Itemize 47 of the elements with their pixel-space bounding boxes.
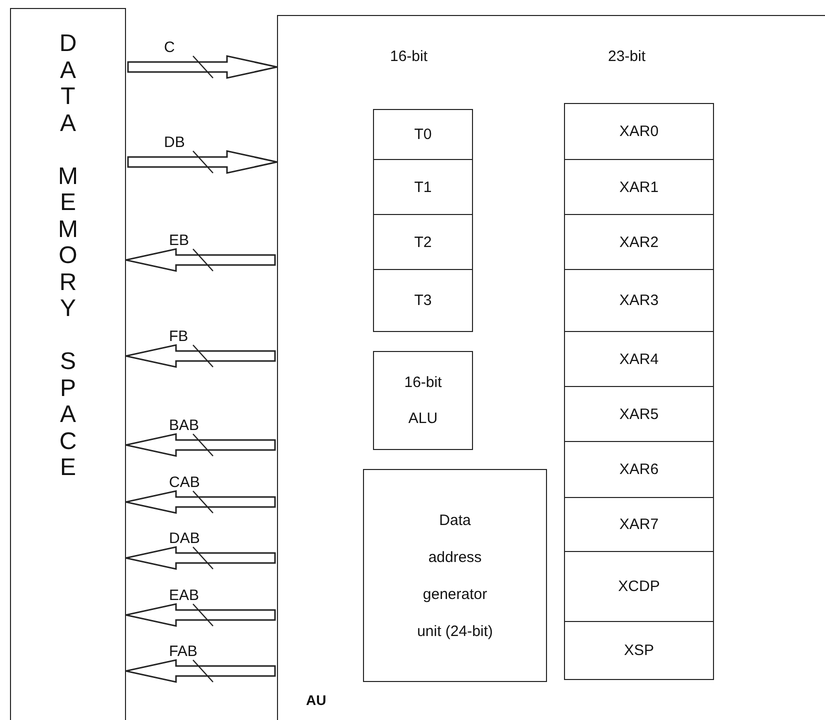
register-box [564,331,714,387]
unit-frame [277,15,825,720]
register-label: T3 [413,292,433,309]
edge-label: C [163,40,176,55]
register-box [564,621,714,680]
edge-label: EAB [168,588,200,603]
register-box [564,269,714,332]
register-label: XAR1 [618,178,660,196]
memory-block [10,8,126,720]
register-label: XAR4 [618,350,660,368]
register-label: Data address generator unit (24-bit) [416,510,494,642]
edge-label: FB [168,329,190,344]
edge-label: BAB [168,418,200,433]
register-label: XAR3 [618,292,660,309]
register-box [373,351,473,450]
edge-label: DAB [168,531,201,546]
register-box [373,159,473,215]
edge-label: FAB [168,644,198,659]
register-label: XSP [622,642,655,659]
register-box [564,497,714,552]
register-label: XAR6 [618,461,660,478]
register-box [373,109,473,160]
register-label: XAR5 [618,406,660,422]
register-box [373,269,473,332]
column-heading: 23-bit [608,48,646,65]
register-box [564,159,714,215]
register-label: 16-bit ALU [403,372,443,428]
register-label: T0 [413,126,433,143]
register-box [564,103,714,160]
edge-label: DB [163,135,186,150]
register-label: T2 [413,234,433,250]
register-label: XAR2 [618,234,660,250]
register-label: XAR7 [618,516,660,533]
register-box [373,214,473,270]
register-box [564,551,714,622]
edge-label: CAB [168,475,201,490]
vertical-label: DATA MEMORY SPACE [57,31,79,482]
edge-label: EB [168,233,190,248]
register-box [564,386,714,442]
register-label: T1 [413,178,433,196]
column-heading: 16-bit [390,48,428,65]
register-label: XCDP [617,578,661,595]
unit-label: AU [306,692,326,708]
register-box [564,441,714,498]
register-label: XAR0 [618,123,660,140]
register-box [564,214,714,270]
register-box [363,469,547,682]
